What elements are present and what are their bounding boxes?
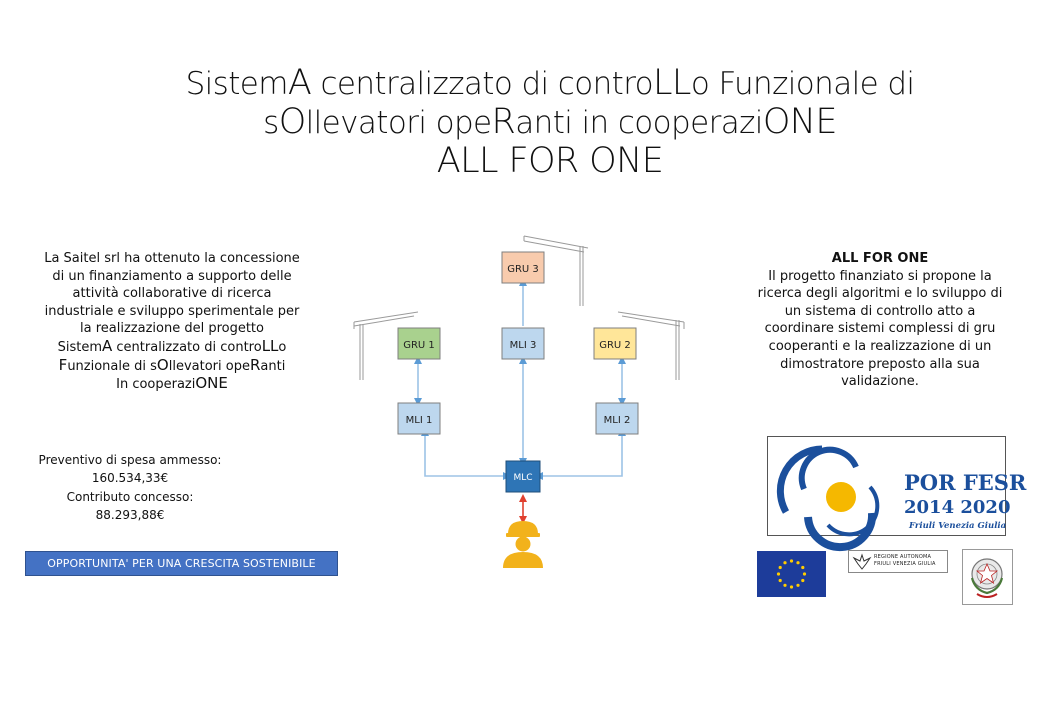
mli1-label: MLI 1 [406, 415, 433, 426]
opportunity-banner: OPPORTUNITA' PER UNA CRESCITA SOSTENIBIL… [25, 551, 338, 576]
left-project-line-3: In cooperaziONE [116, 374, 228, 393]
worker-icon [503, 521, 543, 568]
left-description: La Saitel srl ha ottenuto la concessione… [40, 250, 304, 394]
eu-flag-logo [757, 551, 826, 597]
eu-star-icon [776, 572, 781, 576]
eu-star-icon [802, 572, 807, 576]
contributo-value: 88.293,88€ [95, 507, 165, 522]
spesa-label: Preventivo di spesa ammesso: [38, 453, 222, 467]
italian-republic-emblem [962, 549, 1013, 605]
por-line3: Friuli Venezia Giulia [908, 521, 1006, 531]
crane-icon-right [617, 311, 685, 380]
connector-arrows [414, 278, 626, 480]
mli1-box [397, 402, 441, 435]
eu-stars-icon [776, 559, 807, 589]
mli3-label: MLI 3 [510, 340, 537, 351]
right-heading: ALL FOR ONE [831, 251, 929, 266]
funding-amounts: Preventivo di spesa ammesso: 160.534,33€… [30, 451, 230, 524]
por-line1: POR FESR [904, 470, 1027, 495]
mlc-box [505, 460, 541, 493]
architecture-diagram: GRU 3 GRU 1 MLI 3 GRU 2 MLI 1 MLI 2 MLC [353, 235, 685, 568]
eu-star-icon [796, 583, 800, 587]
por-fesr-emblem-icon: POR FESR 2014 2020 Friuli Venezia Giulia [776, 445, 1027, 551]
mli3-box [501, 327, 545, 360]
title-line-1: SistemA centralizzato di controLLo Funzi… [185, 63, 915, 103]
mli2-box [595, 402, 639, 435]
crane-icon-top [523, 235, 589, 306]
eu-star-icon [778, 565, 782, 570]
operator-link-arrow [519, 494, 527, 524]
gru2-label: GRU 2 [599, 340, 631, 351]
left-project-line-1: SistemA centralizzato di controLLo [57, 336, 287, 355]
eu-star-icon [801, 565, 805, 570]
right-body: Il progetto finanziato si propone la ric… [757, 268, 1003, 390]
gru2-box [593, 327, 637, 360]
eu-star-icon [801, 578, 805, 583]
spesa-value: 160.534,33€ [91, 471, 169, 486]
gru1-box [397, 327, 441, 360]
republic-emblem-icon [970, 558, 1004, 598]
title-line-3: ALL FOR ONE [436, 141, 664, 181]
por-line2: 2014 2020 [904, 497, 1010, 518]
mlc-label: MLC [513, 473, 532, 483]
contributo-label: Contributo concesso: [66, 489, 194, 504]
gru3-label: GRU 3 [507, 264, 539, 275]
page-title: SistemA centralizzato di controLLo Funzi… [100, 64, 1000, 180]
crane-icon-left [353, 311, 419, 380]
por-fesr-logo: POR FESR 2014 2020 Friuli Venezia Giulia [767, 436, 1027, 551]
gru3-box [501, 251, 545, 284]
eu-star-icon [796, 561, 800, 565]
mli2-label: MLI 2 [604, 415, 631, 426]
eagle-icon [852, 553, 872, 570]
right-description: ALL FOR ONE Il progetto finanziato si pr… [748, 250, 1012, 391]
eu-star-icon [789, 559, 794, 563]
gru1-label: GRU 1 [403, 340, 435, 351]
title-line-2: sOllevatori opeRanti in cooperaziONE [263, 102, 837, 142]
eu-star-icon [789, 585, 794, 589]
left-project-line-2: Funzionale di sOllevatori opeRanti [58, 355, 286, 374]
eu-star-icon [783, 583, 787, 587]
region-line2: FRIULI VENEZIA GIULIA [874, 561, 936, 567]
region-fvg-logo: REGIONE AUTONOMA FRIULI VENEZIA GIULIA [848, 550, 948, 573]
region-line1: REGIONE AUTONOMA [874, 554, 932, 560]
left-intro: La Saitel srl ha ottenuto la concessione… [44, 251, 300, 337]
eu-star-icon [783, 561, 787, 565]
eu-star-icon [778, 578, 782, 583]
